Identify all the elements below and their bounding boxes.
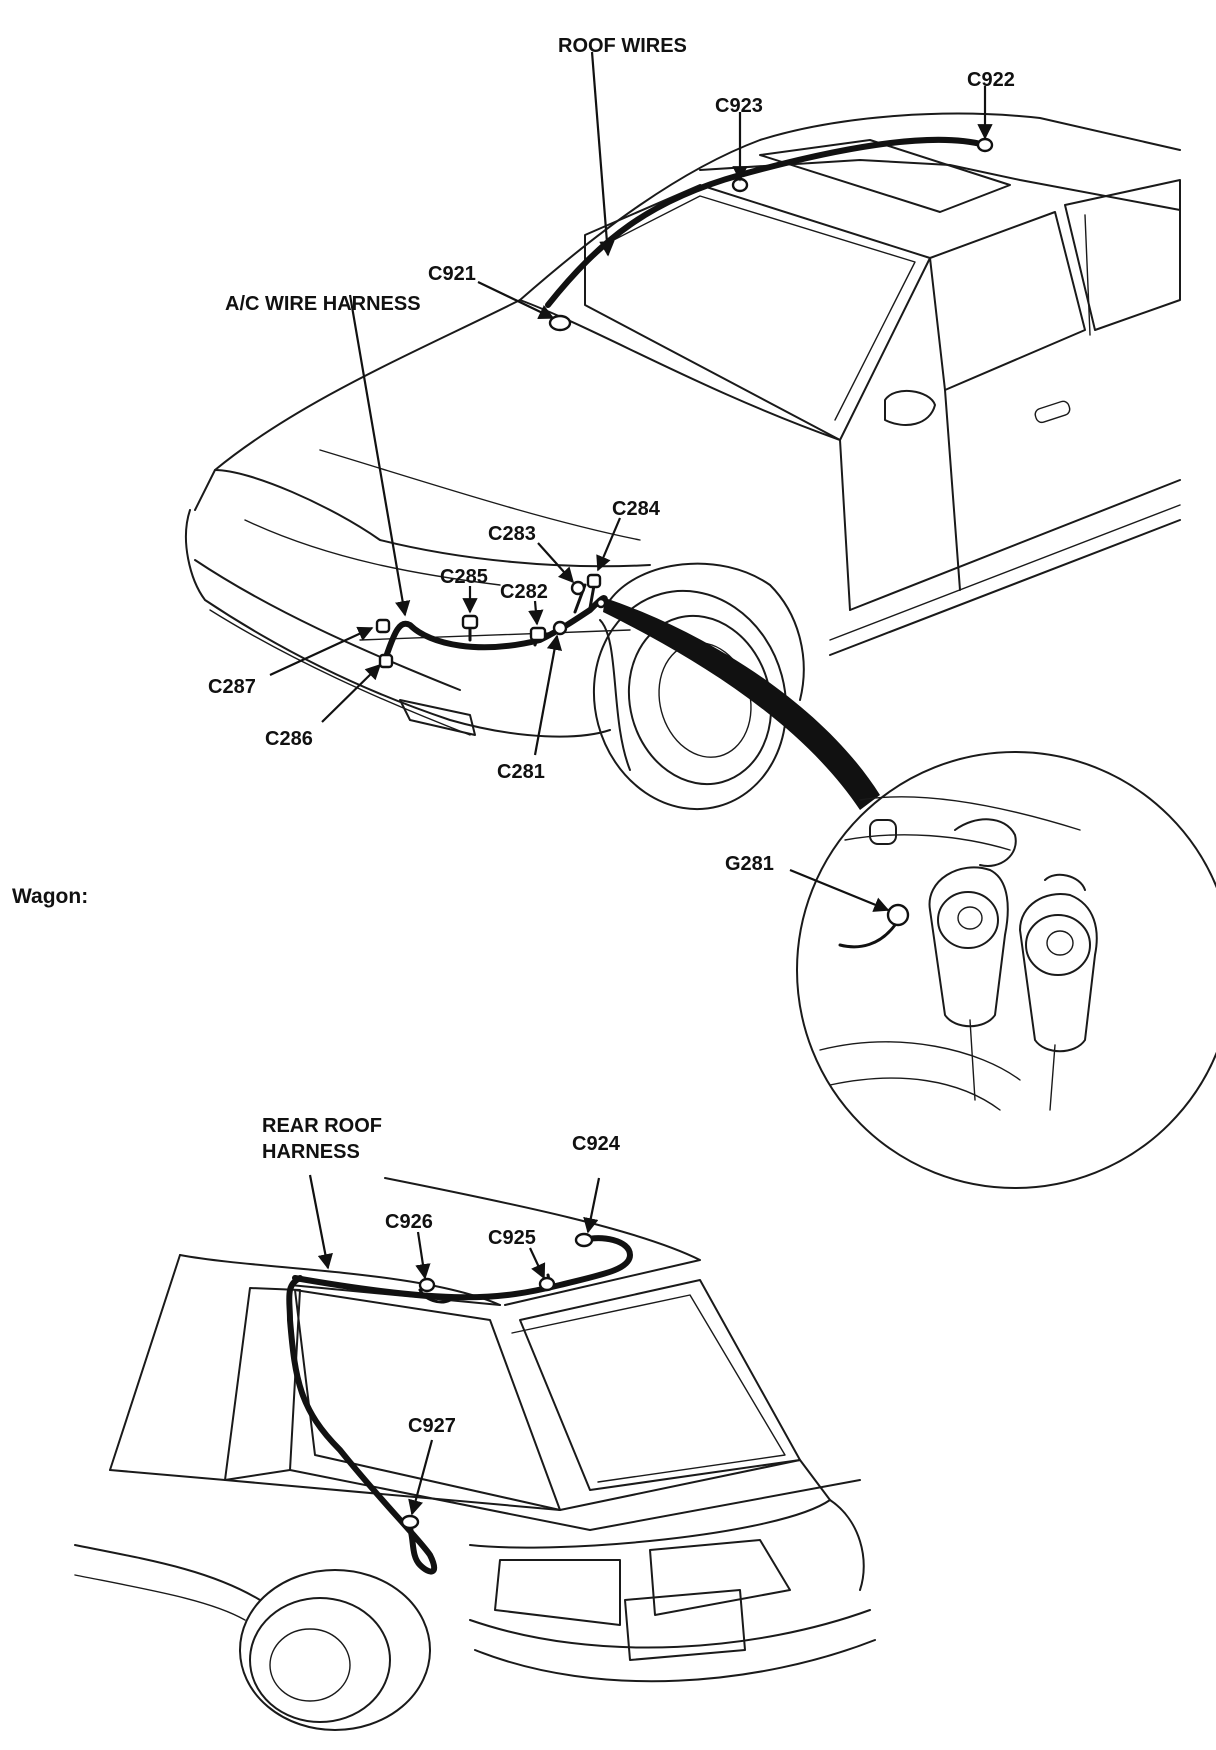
sedan-illustration	[184, 112, 1181, 811]
section-title-wagon: Wagon:	[12, 885, 88, 908]
label-c927: C927	[408, 1415, 456, 1437]
rear-roof-harness	[286, 1235, 633, 1575]
ground-bolt-g281	[886, 903, 910, 927]
label-c282: C282	[500, 581, 548, 603]
label-c285: C285	[440, 566, 488, 588]
connector-c282	[529, 626, 547, 642]
connector-c925	[538, 1276, 556, 1292]
connector-c281	[552, 620, 568, 636]
label-c281: C281	[497, 761, 545, 783]
connector-c284	[586, 573, 602, 589]
label-c286: C286	[265, 728, 313, 750]
connector-g281-point	[595, 597, 607, 609]
label-c287: C287	[208, 676, 256, 698]
leader-lines-wagon	[308, 1174, 601, 1516]
label-c922: C922	[967, 69, 1015, 91]
label-roof-wires: ROOF WIRES	[558, 35, 687, 57]
label-rear-roof-harness-line2: HARNESS	[262, 1141, 360, 1163]
connector-c921	[548, 314, 572, 332]
connector-c922	[976, 137, 994, 153]
connector-c286	[378, 653, 394, 669]
label-c923: C923	[715, 95, 763, 117]
diagram-labels: ROOF WIRES C922 C923 C921 A/C WIRE HARNE…	[12, 35, 1015, 1437]
connectors-sedan	[375, 137, 994, 669]
connector-c924	[574, 1232, 594, 1248]
label-c284: C284	[612, 498, 661, 520]
label-c921: C921	[428, 263, 476, 285]
ac-wire-harness	[382, 578, 608, 663]
label-g281: G281	[725, 853, 774, 875]
ground-detail-callout	[603, 598, 1216, 1189]
wagon-illustration	[74, 1177, 876, 1731]
label-ac-wire-harness: A/C WIRE HARNESS	[225, 293, 421, 315]
leader-lines-sedan	[269, 51, 993, 756]
label-c926: C926	[385, 1211, 433, 1233]
connectors-wagon	[400, 1232, 594, 1530]
label-c283: C283	[488, 523, 536, 545]
connector-c287	[375, 618, 391, 634]
label-c925: C925	[488, 1227, 536, 1249]
connector-c926	[418, 1277, 436, 1293]
connector-c285	[461, 614, 479, 630]
connector-c927	[400, 1514, 420, 1530]
connector-c283	[570, 580, 586, 596]
label-c924: C924	[572, 1133, 621, 1155]
connector-c923	[731, 177, 749, 193]
label-rear-roof-harness-line1: REAR ROOF	[262, 1115, 382, 1137]
